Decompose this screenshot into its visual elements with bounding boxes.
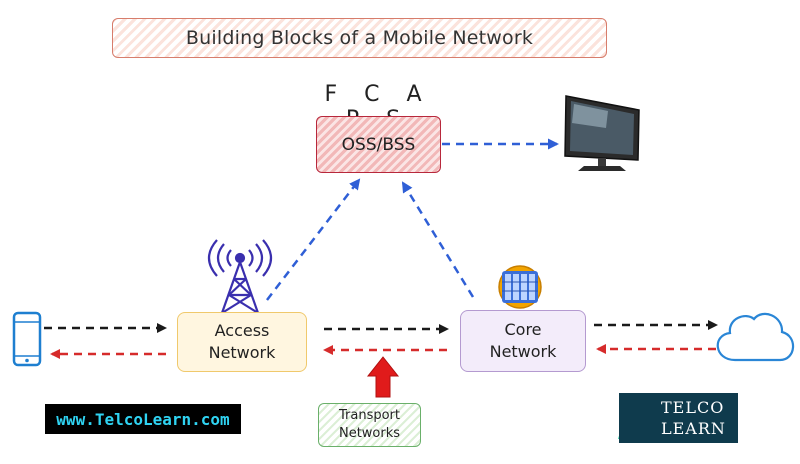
transport-networks-label-line1: Transport	[338, 408, 400, 423]
transport-networks-label-line2: Networks	[338, 426, 401, 441]
transport-up-arrow	[366, 356, 400, 398]
access-network-label-line2: Network	[208, 343, 276, 362]
cell-tower-icon	[207, 239, 273, 314]
access-network-label-line1: Access	[214, 321, 270, 340]
oss-bss-label: OSS/BSS	[341, 134, 416, 155]
logo-text: TELCO LEARN	[661, 397, 726, 439]
logo-text-line1: TELCO	[661, 398, 725, 417]
arrow-access-to-oss	[266, 178, 361, 301]
logo-text-line2: LEARN	[661, 419, 726, 438]
core-network-node: Core Network	[460, 310, 586, 372]
core-network-label-line1: Core	[504, 320, 542, 339]
oss-bss-node: OSS/BSS	[316, 116, 441, 173]
access-network-node: Access Network	[177, 312, 307, 372]
arrow-core-to-oss	[401, 181, 475, 298]
cloud-icon	[716, 312, 795, 362]
telcolearn-logo: TELCO LEARN	[619, 393, 738, 443]
core-network-label-line2: Network	[489, 342, 557, 361]
server-rack-icon	[498, 265, 542, 309]
diagram-title: Building Blocks of a Mobile Network	[112, 18, 607, 58]
monitor-icon	[564, 95, 640, 171]
website-label: www.TelcoLearn.com	[45, 404, 241, 434]
smartphone-icon	[12, 311, 42, 367]
transport-networks-node: Transport Networks	[318, 403, 421, 447]
